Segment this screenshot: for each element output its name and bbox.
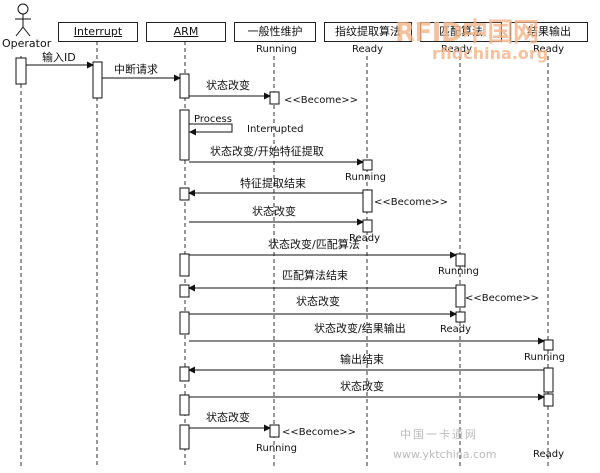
activation-output-2 [543,367,554,393]
state-match-initial: Ready [441,44,473,55]
state-fingerprint-running: Running [345,172,386,183]
watermark-site: rfidchina.org [432,44,549,63]
state-general-running: Running [256,443,297,454]
message-label-10: 状态改变/结果输出 [314,322,406,335]
activation-arm-2 [179,109,190,161]
message-label-1: 输入ID [42,51,76,64]
activation-fingerprint [362,159,373,171]
stick-figure-icon [15,3,31,37]
lifeline-header-interrupt: Interrupt [58,22,138,42]
activation-arm-6 [179,311,190,335]
message-label-13: 状态改变 [206,411,250,424]
activation-actor [15,57,27,85]
lifeline-label-output: 结果输出 [527,25,571,38]
state-match-become: <<Become>> [465,293,540,304]
activation-arm-5 [179,284,190,298]
message-label-9: 状态改变 [296,295,340,308]
message-label-2: 中断请求 [114,63,158,76]
self-call-arrow [189,123,233,136]
actor-label: Operator [2,37,52,50]
message-label-6: 状态改变 [252,205,296,218]
lifeline-header-fingerprint: 指纹提取算法 [324,22,412,42]
actor-figure [13,3,33,43]
message-label-12: 状态改变 [340,380,384,393]
activation-arm-3 [179,187,190,201]
message-label-7: 状态改变/匹配算法 [268,238,360,251]
state-general-initial: Running [256,44,297,55]
lifeline-header-general: 一般性维护 [234,22,316,42]
activation-arm-8 [179,394,190,416]
state-general-become-1: <<Become>> [284,95,359,106]
lifeline-label-match: 匹配算法 [439,25,483,38]
activation-arm [179,73,190,99]
activation-output-3 [543,393,554,407]
self-call-label: Process [194,114,232,125]
activation-general-2 [269,424,280,438]
state-fingerprint-ready: Ready [349,233,381,244]
message-label-4: 状态改变/开始特征提取 [210,145,324,158]
activation-match-3 [455,311,466,323]
state-output-running: Running [524,352,565,363]
activation-fingerprint-3 [362,219,373,233]
message-label-3: 状态改变 [206,79,250,92]
lifeline-label-fingerprint: 指纹提取算法 [335,25,401,38]
state-fingerprint-initial: Ready [352,44,384,55]
message-label-11: 输出结束 [340,353,384,366]
lifeline-label-interrupt: Interrupt [73,25,123,38]
activation-output [543,339,554,351]
activation-match-2 [455,284,466,308]
watermark-brand: RFID中国网 [395,18,539,48]
state-match-running: Running [438,266,479,277]
lifeline-header-arm: ARM [146,22,226,42]
state-fingerprint-become: <<Become>> [374,197,449,208]
state-match-ready: Ready [440,324,472,335]
lifeline-header-output: 结果输出 [510,22,588,42]
message-label-8: 匹配算法结束 [282,269,348,282]
state-general-become-2: <<Become>> [282,427,357,438]
state-output-ready: Ready [533,449,565,460]
activation-arm-4 [179,253,190,277]
activation-match [455,253,466,267]
lifeline-header-match: 匹配算法 [420,22,502,42]
activation-general [269,91,280,105]
activation-fingerprint-2 [362,189,373,213]
self-call-result: Interrupted [247,124,304,135]
activation-arm-9 [179,424,190,450]
message-label-5: 特征提取结束 [240,177,306,190]
lifeline-label-arm: ARM [173,25,199,38]
watermark-bottom-cn: 中国一卡通网 [400,428,478,441]
state-output-initial: Ready [533,44,565,55]
activation-arm-7 [179,366,190,382]
lifeline-label-general: 一般性维护 [247,25,303,38]
activation-interrupt [92,61,103,99]
watermark-bottom-url: www.yktchina.com [393,448,497,461]
